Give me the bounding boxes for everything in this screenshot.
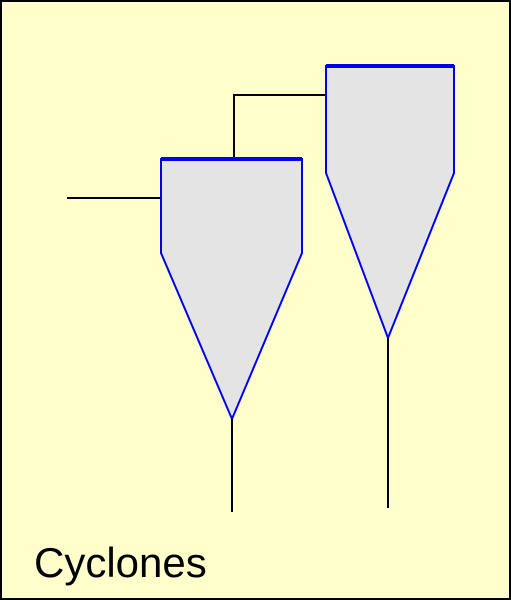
diagram-caption: Cyclones xyxy=(34,539,207,586)
connecting-duct xyxy=(233,94,326,159)
